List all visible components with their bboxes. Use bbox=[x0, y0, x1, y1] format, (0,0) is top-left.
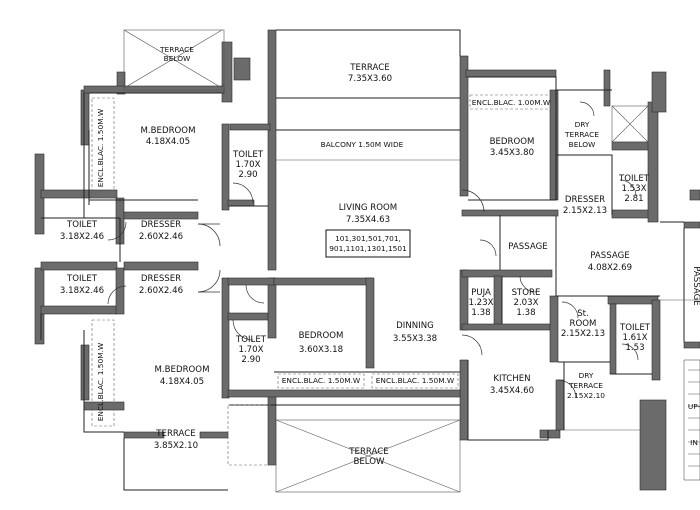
label-edge-in: IN bbox=[690, 438, 698, 447]
label-balcony: BALCONY 1.50M WIDE bbox=[321, 140, 404, 149]
label-encl-left-top: ENCL.BLAC. 1.50M.W bbox=[96, 108, 105, 187]
label-edge-up: UP- bbox=[688, 402, 700, 411]
flat-numbers: 101,301,501,701,901,1101,1301,1501 bbox=[329, 234, 407, 253]
flat-number-box bbox=[325, 229, 411, 258]
room-passage-small: PASSAGE bbox=[508, 242, 547, 252]
label-encl-center-1: ENCL.BLAC. 1.50M.W bbox=[282, 376, 361, 385]
walls bbox=[34, 29, 700, 491]
room-passage-vertical: PASSAGE bbox=[691, 266, 700, 305]
outlines bbox=[40, 29, 700, 493]
label-encl-top-right: ENCL.BLAC. 1.00M.W bbox=[472, 98, 551, 107]
label-encl-center-2: ENCL.BLAC. 1.50M.W bbox=[376, 376, 455, 385]
enclosed-balconies bbox=[91, 94, 553, 466]
label-encl-left-bottom: ENCL.BLAC. 1.50M.W bbox=[96, 342, 105, 421]
doors bbox=[107, 101, 639, 399]
